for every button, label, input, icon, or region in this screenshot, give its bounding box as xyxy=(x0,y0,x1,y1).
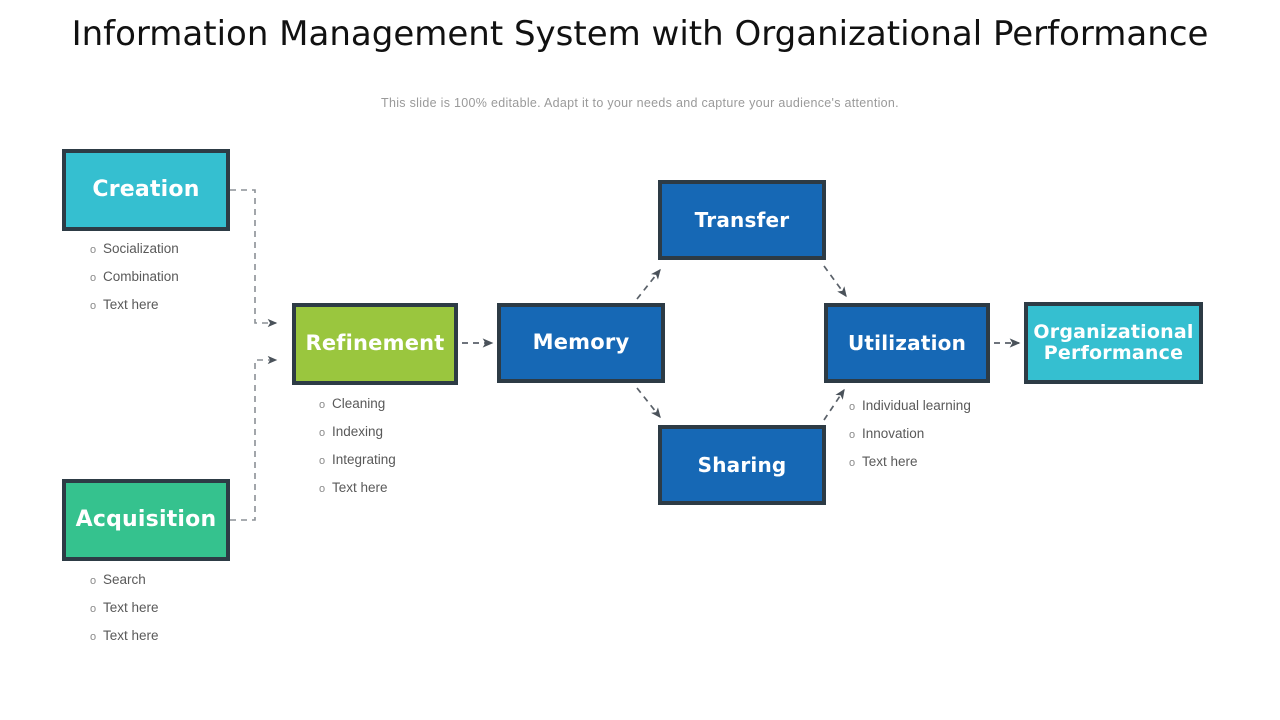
bullet-marker-icon: o xyxy=(90,272,97,284)
node-utilization[interactable]: Utilization xyxy=(824,303,990,383)
bullet-item-label: Socialization xyxy=(103,241,179,256)
node-acquisition[interactable]: Acquisition xyxy=(62,479,230,561)
bullet-marker-icon: o xyxy=(319,483,326,495)
node-transfer[interactable]: Transfer xyxy=(658,180,826,260)
node-refinement-label: Refinement xyxy=(305,331,445,356)
bullet-item-label: Integrating xyxy=(332,452,396,467)
bullet-item: o Indexing xyxy=(319,424,396,439)
bullet-item-label: Combination xyxy=(103,269,179,284)
bullet-marker-icon: o xyxy=(90,300,97,312)
bullet-item: o Text here xyxy=(90,600,159,615)
bullet-marker-icon: o xyxy=(319,427,326,439)
node-acquisition-label: Acquisition xyxy=(75,506,217,532)
bullet-item-label: Text here xyxy=(103,297,159,312)
bullet-item: o Text here xyxy=(90,297,179,312)
page-subtitle: This slide is 100% editable. Adapt it to… xyxy=(381,96,899,110)
node-organizational-performance-label-line1: Organizational xyxy=(1033,320,1194,343)
bullet-item: o Search xyxy=(90,572,159,587)
node-memory-label: Memory xyxy=(532,330,630,355)
bullet-marker-icon: o xyxy=(849,429,856,441)
bullet-item-label: Indexing xyxy=(332,424,384,439)
bullet-marker-icon: o xyxy=(849,457,856,469)
bullet-item-label: Text here xyxy=(103,600,159,615)
bullet-marker-icon: o xyxy=(319,455,326,467)
bullet-item: o Socialization xyxy=(90,241,179,256)
bullet-item: o Innovation xyxy=(849,426,971,441)
bullet-item-label: Text here xyxy=(103,628,159,643)
bullet-marker-icon: o xyxy=(90,244,97,256)
node-refinement[interactable]: Refinement xyxy=(292,303,458,385)
bullet-item: o Individual learning xyxy=(849,398,971,413)
node-utilization-label: Utilization xyxy=(847,330,967,355)
bullet-item-label: Innovation xyxy=(862,426,925,441)
bullet-marker-icon: o xyxy=(90,603,97,615)
node-creation-label: Creation xyxy=(92,176,200,202)
connector-memory-to-transfer xyxy=(636,268,661,300)
bullet-marker-icon: o xyxy=(90,631,97,643)
page-title-line1: Information Management System with xyxy=(71,14,724,54)
connector-acquisition-to-refinement xyxy=(230,355,278,521)
node-sharing[interactable]: Sharing xyxy=(658,425,826,505)
bullet-item-label: Search xyxy=(103,572,146,587)
bullet-marker-icon: o xyxy=(90,575,97,587)
page-title: Information Management System with Organ… xyxy=(0,12,1280,57)
node-organizational-performance-label-line2: Performance xyxy=(1043,342,1184,364)
page-title-line2: Organizational Performance xyxy=(734,14,1209,54)
bullet-item-label: Individual learning xyxy=(862,398,971,413)
bullet-item: o Text here xyxy=(849,454,971,469)
bullet-item: o Cleaning xyxy=(319,396,396,411)
node-sharing-label: Sharing xyxy=(697,452,787,477)
connector-memory-to-sharing xyxy=(636,387,661,419)
connector-transfer-to-utilization xyxy=(823,265,847,298)
bullet-item: o Integrating xyxy=(319,452,396,467)
bullet-item-label: Text here xyxy=(332,480,388,495)
node-memory[interactable]: Memory xyxy=(497,303,665,383)
bullet-item: o Text here xyxy=(319,480,396,495)
bullet-marker-icon: o xyxy=(849,401,856,413)
bullet-item: o Text here xyxy=(90,628,159,643)
bullet-marker-icon: o xyxy=(319,399,326,411)
bullet-item: o Combination xyxy=(90,269,179,284)
connector-sharing-to-utilization xyxy=(823,388,845,421)
node-transfer-label: Transfer xyxy=(694,207,790,232)
bullet-item-label: Cleaning xyxy=(332,396,386,411)
connector-creation-to-refinement xyxy=(230,189,278,328)
bullet-item-label: Text here xyxy=(862,454,918,469)
node-creation[interactable]: Creation xyxy=(62,149,230,231)
node-organizational-performance[interactable]: Organizational Performance xyxy=(1024,302,1203,384)
